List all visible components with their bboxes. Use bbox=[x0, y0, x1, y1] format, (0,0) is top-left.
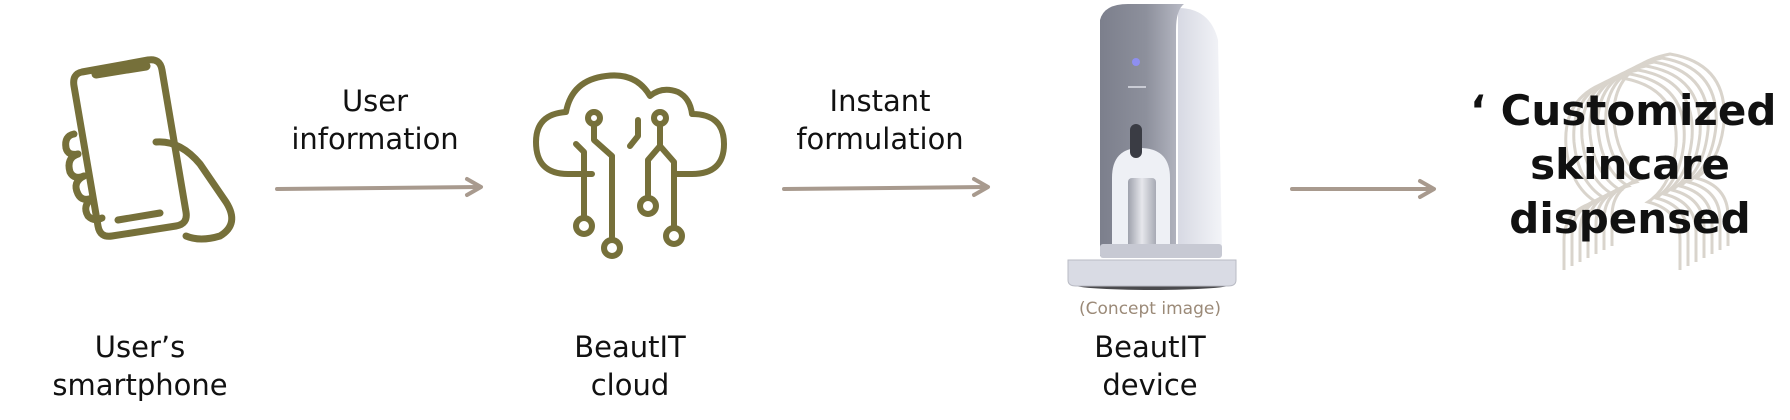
result-line: skincare bbox=[1530, 140, 1730, 189]
arrow-label-line: formulation bbox=[796, 122, 964, 156]
result-line: ‘ Customized ’ bbox=[1470, 86, 1790, 135]
smartphone-hand-icon bbox=[60, 52, 240, 252]
step-label-device: BeautIT device bbox=[1030, 328, 1270, 404]
result-line: dispensed bbox=[1509, 194, 1751, 243]
dispenser-device-image bbox=[1060, 0, 1240, 295]
step-label-line: BeautIT bbox=[574, 330, 686, 364]
step-label-smartphone: User’s smartphone bbox=[20, 328, 260, 404]
result-text: ‘ Customized ’ skincare dispensed bbox=[1470, 84, 1790, 246]
step-label-line: BeautIT bbox=[1094, 330, 1206, 364]
step-label-line: User’s bbox=[94, 330, 186, 364]
step-label-line: smartphone bbox=[52, 368, 228, 402]
arrow-label-line: User bbox=[341, 84, 409, 118]
concept-image-caption: (Concept image) bbox=[1079, 299, 1221, 319]
arrow-label-user-information: User information bbox=[255, 82, 495, 158]
arrow-right-icon bbox=[1290, 178, 1440, 200]
circuit-cloud-icon bbox=[530, 70, 730, 265]
step-label-line: device bbox=[1102, 368, 1198, 402]
arrow-label-line: information bbox=[291, 122, 459, 156]
arrow-right-icon bbox=[275, 176, 487, 198]
people-silhouettes-icon bbox=[1500, 16, 1780, 276]
step-label-cloud: BeautIT cloud bbox=[510, 328, 750, 404]
arrow-label-line: Instant bbox=[829, 84, 931, 118]
arrow-label-instant-formulation: Instant formulation bbox=[760, 82, 1000, 158]
step-label-line: cloud bbox=[590, 368, 670, 402]
arrow-right-icon bbox=[782, 176, 994, 198]
